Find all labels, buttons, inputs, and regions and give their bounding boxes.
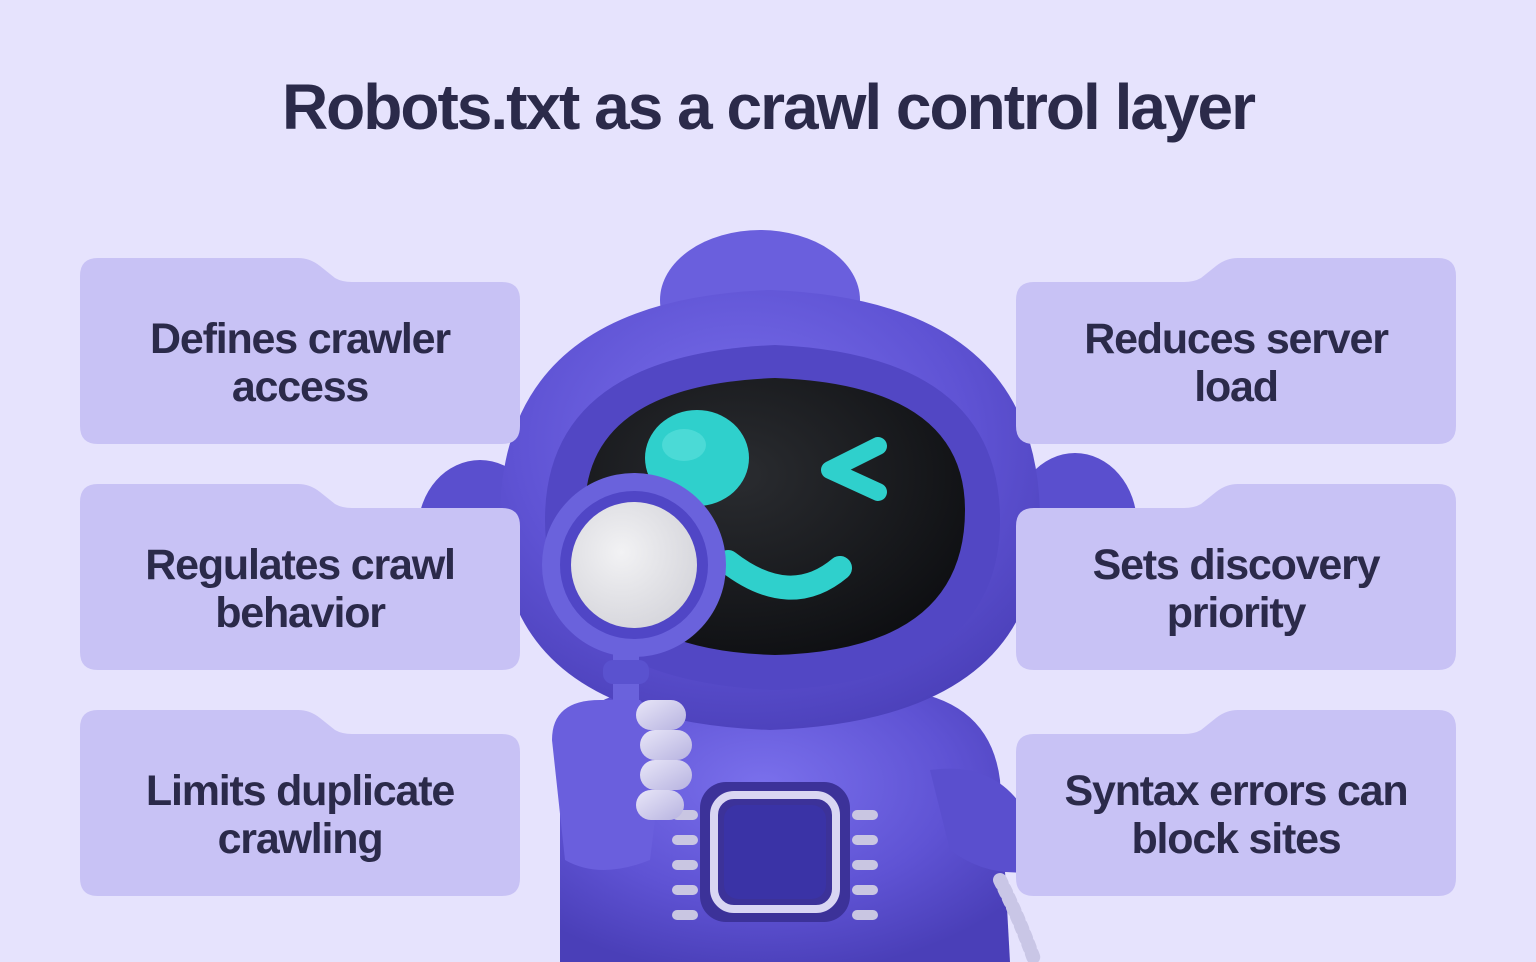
card-label: Reduces server load bbox=[1084, 315, 1389, 411]
card-label: Syntax errors can block sites bbox=[1064, 767, 1409, 863]
folder-card-shape bbox=[1016, 710, 1456, 896]
card-defines-crawler-access: Defines crawler access bbox=[80, 258, 520, 444]
robot-head bbox=[500, 230, 1040, 730]
folder-card-shape bbox=[1016, 258, 1456, 444]
folder-card-shape bbox=[80, 710, 520, 896]
card-syntax-errors-block-sites: Syntax errors can block sites bbox=[1016, 710, 1456, 896]
magnifying-glass-icon bbox=[542, 473, 726, 710]
folder-card-shape bbox=[1016, 484, 1456, 670]
card-label: Regulates crawl behavior bbox=[145, 541, 456, 637]
card-regulates-crawl-behavior: Regulates crawl behavior bbox=[80, 484, 520, 670]
folder-card-shape bbox=[80, 258, 520, 444]
folder-card-shape bbox=[80, 484, 520, 670]
card-label: Sets discovery priority bbox=[1092, 541, 1381, 637]
card-label: Defines crawler access bbox=[150, 315, 451, 411]
page-title: Robots.txt as a crawl control layer bbox=[281, 71, 1256, 143]
robot-chest-chip bbox=[672, 782, 878, 922]
robot-hand bbox=[552, 700, 692, 870]
card-reduces-server-load: Reduces server load bbox=[1016, 258, 1456, 444]
card-label: Limits duplicate crawling bbox=[145, 767, 455, 863]
card-sets-discovery-priority: Sets discovery priority bbox=[1016, 484, 1456, 670]
card-limits-duplicate-crawling: Limits duplicate crawling bbox=[80, 710, 520, 896]
